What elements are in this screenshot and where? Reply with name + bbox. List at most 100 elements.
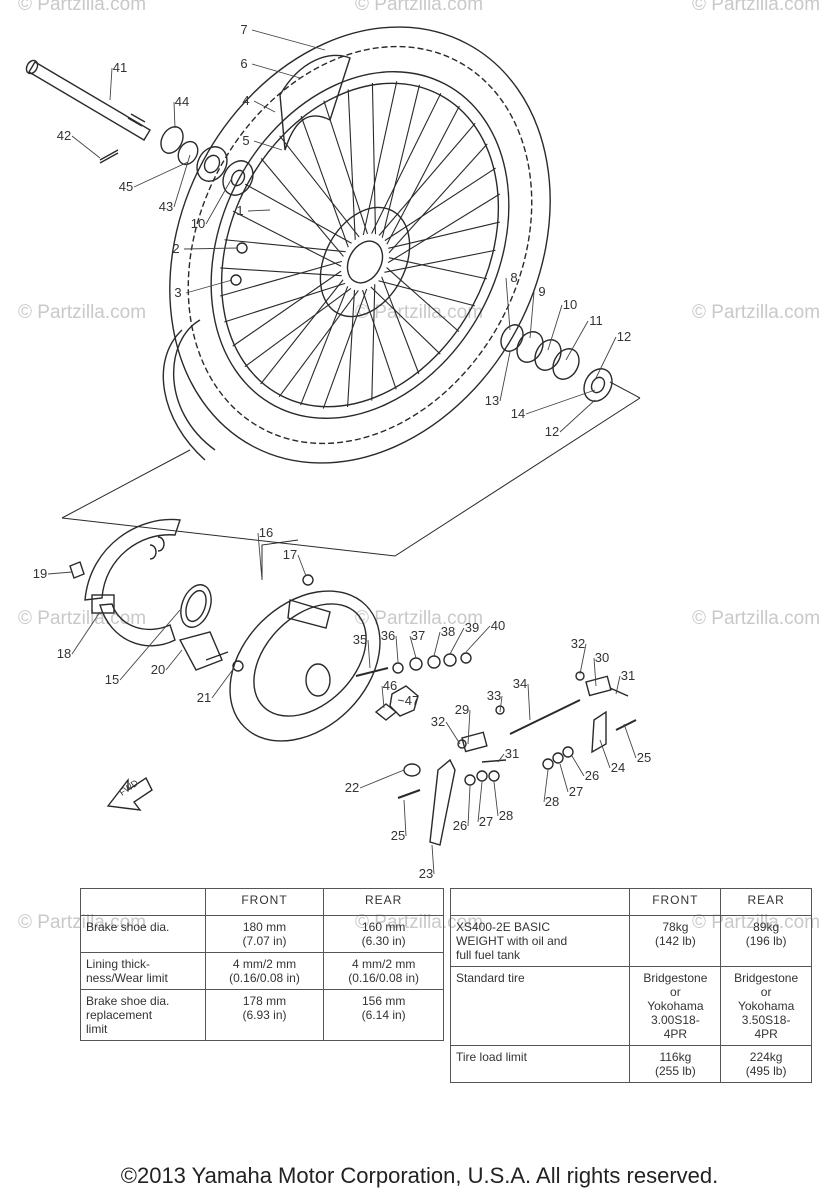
spoke bbox=[362, 81, 398, 236]
spacer-8 bbox=[500, 324, 524, 352]
leader-line-26 bbox=[571, 755, 585, 777]
leader-line-14 bbox=[525, 389, 596, 415]
spoke bbox=[347, 89, 356, 240]
spoke bbox=[347, 289, 356, 408]
spoke bbox=[322, 288, 368, 409]
leader-line-18 bbox=[71, 611, 101, 655]
spoke bbox=[300, 286, 349, 406]
watermark-mid-left: © Partzilla.com bbox=[18, 302, 147, 323]
brake-table-cell-front: 180 mm (7.07 in) bbox=[204, 915, 325, 953]
brake-shoe-upper bbox=[84, 518, 181, 601]
leader-line-39 bbox=[449, 627, 465, 655]
leader-line-41 bbox=[109, 67, 113, 101]
leader-line-6 bbox=[251, 63, 301, 79]
callout-20: 20 bbox=[151, 662, 165, 677]
leader-line-44 bbox=[173, 101, 176, 129]
leader-line-36 bbox=[395, 635, 399, 663]
cam-lever-23 bbox=[429, 758, 456, 846]
leader-line-25 bbox=[403, 799, 407, 837]
leader-line-1 bbox=[247, 209, 271, 212]
leader-line-42 bbox=[71, 135, 101, 159]
leader-line-3 bbox=[185, 279, 233, 294]
pin-40 bbox=[460, 652, 472, 664]
leader-line-47 bbox=[397, 699, 405, 702]
spokes bbox=[220, 81, 501, 409]
callout-29: 29 bbox=[455, 702, 469, 717]
watermark-top-center: © Partzilla.com bbox=[355, 0, 484, 15]
spoke bbox=[381, 84, 421, 238]
weight-table-cell-front: 116kg (255 lb) bbox=[629, 1045, 722, 1083]
weight-table-cell-label: Standard tire bbox=[449, 966, 631, 1046]
watermark-low-right: © Partzilla.com bbox=[692, 608, 821, 629]
bolt-31-upper bbox=[609, 687, 629, 697]
leader-line-40 bbox=[465, 625, 491, 653]
callout-32: 32 bbox=[431, 714, 445, 729]
callout-23: 23 bbox=[419, 866, 433, 880]
clip-11 bbox=[552, 348, 580, 380]
washer-21 bbox=[232, 660, 244, 672]
leader-line-46 bbox=[381, 685, 385, 709]
weight-table-header-front: FRONT bbox=[629, 888, 722, 916]
spoke bbox=[386, 267, 460, 333]
leader-line-13 bbox=[499, 351, 511, 402]
callout-21: 21 bbox=[197, 690, 211, 705]
leader-line-26 bbox=[467, 785, 471, 827]
leader-line-11 bbox=[565, 320, 589, 361]
seal-43 bbox=[196, 146, 228, 182]
leader-line-35 bbox=[367, 639, 371, 669]
weight-table-cell-label: Tire load limit bbox=[449, 1045, 631, 1083]
callout-28: 28 bbox=[545, 794, 559, 809]
watermark-mid-right: © Partzilla.com bbox=[692, 302, 821, 323]
callout-19: 19 bbox=[33, 566, 47, 581]
leader-line-22 bbox=[359, 769, 405, 789]
callout-39: 39 bbox=[465, 620, 479, 635]
bearing-10-right bbox=[534, 339, 562, 371]
leader-line-31 bbox=[615, 675, 621, 695]
spring-19b bbox=[149, 536, 165, 560]
leader-line-4 bbox=[253, 100, 276, 113]
callout-7: 7 bbox=[240, 22, 247, 37]
brake-plate-outer bbox=[229, 590, 381, 742]
callout-40: 40 bbox=[491, 618, 505, 633]
tire-cut-inner bbox=[162, 329, 206, 461]
weight-table-cell-front: 78kg (142 lb) bbox=[629, 915, 722, 967]
callout-31: 31 bbox=[505, 746, 519, 761]
nut-33 bbox=[495, 705, 505, 715]
weight-table-cell-front: Bridgestone or Yokohama 3.00S18- 4PR bbox=[629, 966, 722, 1046]
spoke bbox=[224, 282, 346, 323]
brake-table-row: Brake shoe dia.180 mm (7.07 in)160 mm (6… bbox=[80, 915, 444, 953]
spoke bbox=[232, 270, 342, 347]
callout-11: 11 bbox=[589, 313, 603, 328]
callout-41: 41 bbox=[113, 60, 127, 75]
callout-5: 5 bbox=[242, 133, 249, 148]
spoke bbox=[260, 279, 344, 385]
spoke bbox=[386, 105, 460, 245]
weight-table-row: XS400-2E BASIC WEIGHT with oil and full … bbox=[449, 915, 812, 967]
leader-line-12 bbox=[594, 336, 617, 381]
spoke bbox=[224, 239, 346, 253]
weight-table-cell-rear: 89kg (196 lb) bbox=[720, 915, 812, 967]
callout-37: 37 bbox=[411, 628, 425, 643]
brake-table-cell-front: 4 mm/2 mm (0.16/0.08 in) bbox=[204, 952, 325, 990]
callout-47: 47 bbox=[405, 693, 419, 708]
callout-26: 26 bbox=[453, 818, 467, 833]
callout-31: 31 bbox=[621, 668, 635, 683]
watermark-top-right: © Partzilla.com bbox=[692, 0, 821, 15]
leader-line-38 bbox=[433, 631, 441, 657]
brake-plate-inner bbox=[253, 603, 367, 717]
tire-tread bbox=[187, 45, 533, 445]
nut-39 bbox=[443, 653, 457, 667]
spoke bbox=[371, 284, 376, 401]
weight-spec-table: FRONT REAR XS400-2E BASIC WEIGHT with oi… bbox=[449, 888, 812, 1083]
callout-2: 2 bbox=[172, 241, 179, 256]
callout-38: 38 bbox=[441, 624, 455, 639]
cotter-pin bbox=[99, 149, 119, 164]
spoke bbox=[378, 122, 476, 236]
callout-26: 26 bbox=[585, 768, 599, 783]
rim bbox=[210, 71, 510, 419]
nut-28-upper bbox=[542, 758, 554, 770]
leader-line-2 bbox=[183, 247, 239, 250]
bolt-3 bbox=[230, 274, 242, 286]
